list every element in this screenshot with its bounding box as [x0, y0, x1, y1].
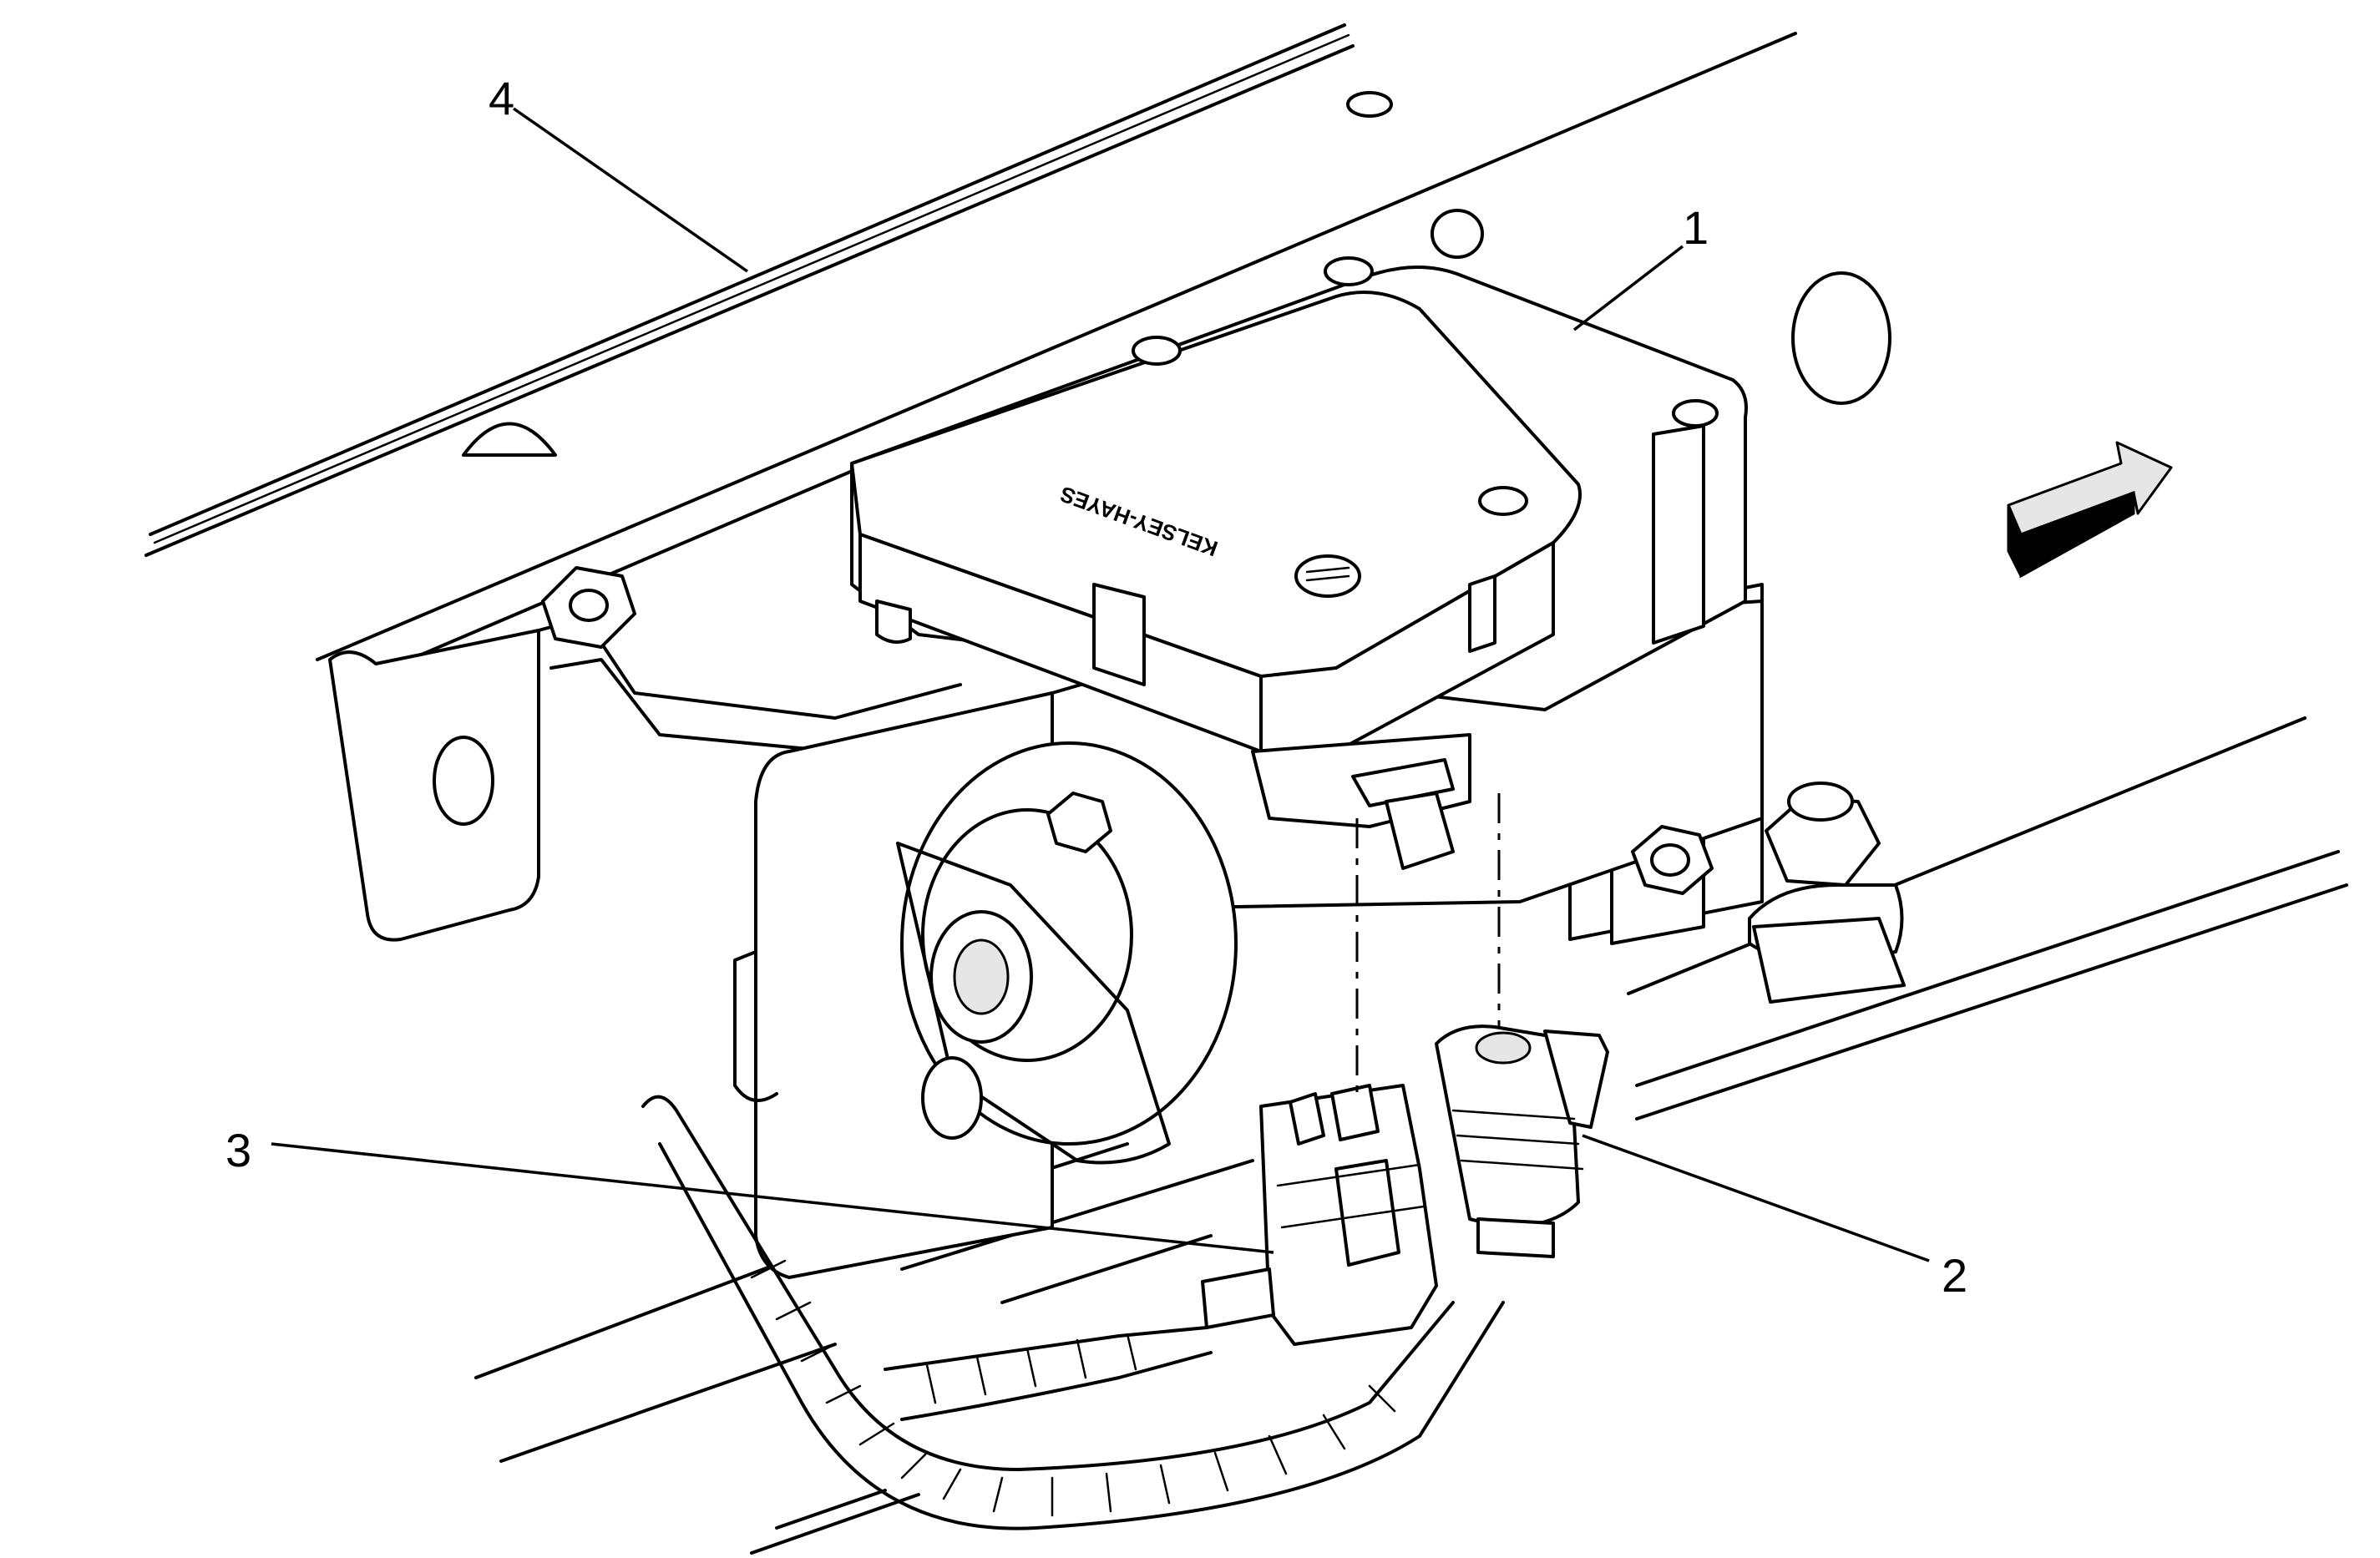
callout-leaders — [271, 107, 1930, 1262]
callout-2: 2 — [1942, 1249, 1968, 1302]
harness-connector-2 — [1435, 1024, 1609, 1258]
callout-3: 3 — [225, 1124, 252, 1176]
wiring-harness — [641, 1095, 1505, 1530]
alignment-lines — [1355, 793, 1501, 1102]
side-mount-bolt — [1046, 792, 1714, 895]
upper-mount-nut — [541, 566, 636, 649]
forward-arrow-icon — [2007, 441, 2173, 579]
frame-stud-nut — [1748, 782, 1906, 1004]
callout-4: 4 — [489, 72, 515, 124]
frame-rail-holes — [462, 91, 1891, 457]
callout-1: 1 — [1683, 201, 1709, 254]
harness-connector-3 — [1201, 1084, 1438, 1346]
abs-module-body: KELSEY-HAYES — [850, 256, 1764, 1165]
